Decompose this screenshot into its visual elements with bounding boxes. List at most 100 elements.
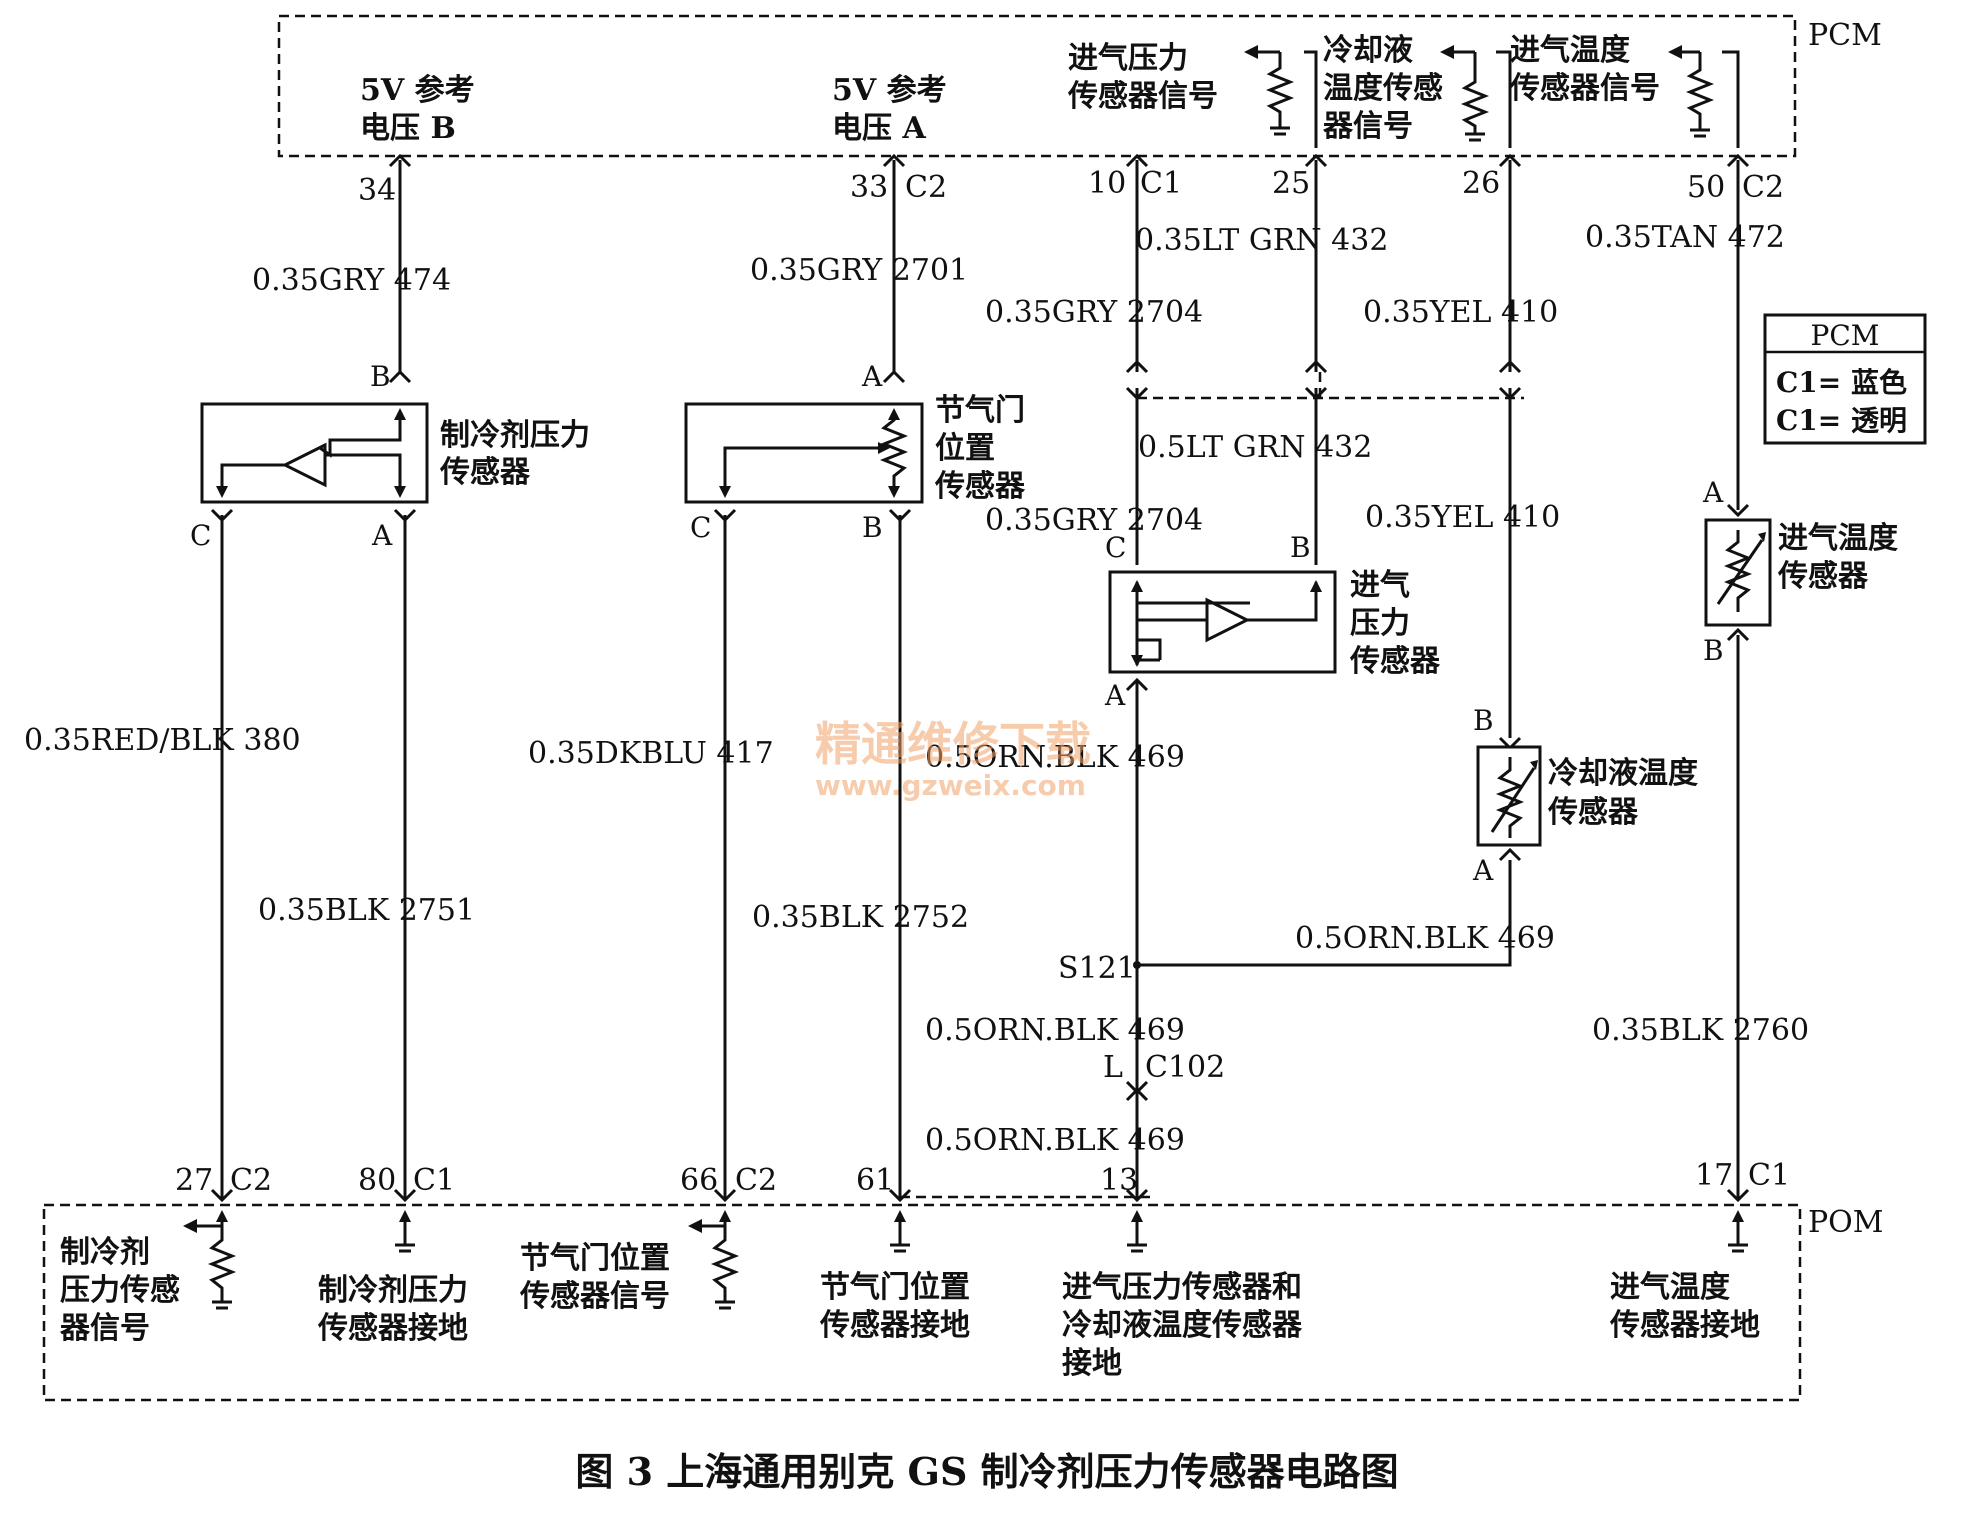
pom-mg-label-1: 进气压力传感器和 [1062,1270,1302,1305]
thermistor-icon [1495,757,1525,838]
wire-469-ect [1137,860,1512,967]
label-469c: 0.5ORN.BLK 469 [925,1013,1185,1048]
pom-rg-label-2: 传感器接地 [317,1311,468,1346]
iat-signal-label-2: 传感器信号 [1509,71,1660,106]
pin-34: 34 [358,173,396,208]
pom-iat-gnd-icon [1728,1222,1748,1253]
label-2704b: 0.35GRY 2704 [985,503,1203,538]
label-2701: 0.35GRY 2701 [750,253,968,288]
pom-ig-label-2: 传感器接地 [1609,1308,1760,1343]
map-label-1: 进气 [1350,568,1410,603]
pom-labels: 制冷剂 压力传感 器信号 制冷剂压力 传感器接地 节气门位置 传感器信号 节气门… [59,1235,1760,1381]
iat-pin-a: A [1702,476,1724,509]
label-474: 0.35GRY 474 [252,263,451,298]
c102-label: C102 [1145,1050,1225,1085]
tps-label-1: 节气门 [935,393,1025,428]
wire-labels: 0.35GRY 474 0.35GRY 2701 0.35LT GRN 432 … [24,220,1809,1158]
label-469b: 0.5ORN.BLK 469 [1295,921,1555,956]
tps-pin-a: A [861,360,883,393]
pin-80-connector: C1 [413,1163,455,1198]
pom-mg-label-2: 冷却液温度传感器 [1062,1308,1303,1343]
pin-33: 33 [850,170,888,205]
legend-title: PCM [1811,319,1880,352]
label-472: 0.35TAN 472 [1585,220,1785,255]
map-pin-a: A [1104,679,1126,712]
bottom-pin-labels: 27 C2 80 C1 66 C2 61 13 17 C1 [175,1158,1790,1198]
ect-pin-a: A [1472,854,1494,887]
top-pin-labels: 34 33 C2 10 C1 25 26 50 C2 [358,166,1784,208]
pom-rg-label-1: 制冷剂压力 [318,1273,468,1308]
map-amplifier-icon [1205,597,1251,643]
map-sensor: C B A 进气 压力 传感器 [1104,531,1441,712]
label-432b: 0.5LT GRN 432 [1138,430,1372,465]
pin-66: 66 [680,1163,718,1198]
iat-signal-label-1: 进气温度 [1510,33,1630,68]
label-469d: 0.5ORN.BLK 469 [925,1123,1185,1158]
pom-refrig-gnd-icon [395,1222,415,1253]
pin-80: 80 [358,1163,396,1198]
pom-rs-label-1: 制冷剂 [60,1235,150,1270]
pom-tps-resistor [710,1222,740,1302]
ref-a-label-1: 5V 参考 [832,73,947,108]
throttle-position-sensor: A C B 节气门 位置 传感器 [684,360,1026,544]
pin-50-connector: C2 [1742,170,1784,205]
map-arrow-icon [1244,45,1258,59]
ect-arrow-icon [1440,45,1454,59]
label-2704a: 0.35GRY 2704 [985,295,1203,330]
map-label-2: 压力 [1350,606,1410,641]
iat-label-2: 传感器 [1777,559,1869,594]
iat-ground-icon [1690,128,1710,138]
iat-sensor: A B 进气温度 传感器 [1702,476,1898,667]
ect-pin-b: B [1473,704,1494,737]
iat-thermistor-icon [1723,530,1753,612]
pom-tg-label-1: 节气门位置 [820,1270,970,1305]
ect-label-1: 冷却液温度 [1548,756,1698,791]
iat-label-1: 进气温度 [1778,521,1898,556]
pin-10: 10 [1088,166,1126,201]
map-pullup-resistor [1265,52,1295,128]
map-ground-icon [1270,126,1290,136]
pin-50: 50 [1687,170,1725,205]
pom-rs-label-2: 压力传感 [60,1273,180,1308]
refrig-pin-b: B [370,360,391,393]
ect-sensor: B A 冷却液温度 传感器 [1472,704,1698,887]
ect-ground-icon [1465,132,1485,142]
refrig-sensor-label-1: 制冷剂压力 [440,418,590,453]
label-2760: 0.35BLK 2760 [1592,1013,1809,1048]
label-2751: 0.35BLK 2751 [258,893,475,928]
pin-26: 26 [1462,166,1500,201]
pcm-module-box [277,14,1797,158]
refrig-pin-c: C [190,519,211,552]
label-2752: 0.35BLK 2752 [752,900,969,935]
watermark: 精通维修下载 www.gzweix.com [815,717,1091,802]
iat-pin-b: B [1703,634,1724,667]
pom-ig-label-1: 进气温度 [1610,1270,1730,1305]
refrigerant-pressure-sensor: B C A 制冷剂压力 传感器 [190,360,590,552]
pom-tg-label-2: 传感器接地 [819,1308,970,1343]
label-380: 0.35RED/BLK 380 [24,723,301,758]
map-label-3: 传感器 [1349,644,1441,679]
pom-refrig-arrow-icon [183,1219,197,1233]
legend-line-1: C1= 蓝色 [1776,366,1907,399]
map-signal-label-2: 传感器信号 [1067,79,1218,114]
watermark-line-2: www.gzweix.com [815,769,1086,802]
c102-pin-l: L [1103,1050,1123,1085]
ect-pullup-resistor [1460,52,1490,134]
pom-mg-label-3: 接地 [1062,1346,1122,1381]
label-432a: 0.35LT GRN 432 [1135,223,1388,258]
pom-refrig-resistor [207,1222,237,1302]
ect-signal-label-2: 温度传感 [1323,71,1443,106]
iat-arrow-icon [1668,45,1682,59]
pom-refrig-ground-icon [212,1300,232,1310]
legend-line-2: C1= 透明 [1776,404,1907,437]
ect-label-2: 传感器 [1547,795,1639,830]
pom-rs-label-3: 器信号 [59,1311,150,1346]
label-410b: 0.35YEL 410 [1365,500,1560,535]
pin-33-connector: C2 [905,170,947,205]
pom-map-gnd-icon [1127,1222,1147,1253]
pin-66-connector: C2 [735,1163,777,1198]
pin-10-connector: C1 [1140,166,1182,201]
map-signal-label-1: 进气压力 [1068,41,1188,76]
label-410a: 0.35YEL 410 [1363,295,1558,330]
amplifier-icon [281,442,327,488]
